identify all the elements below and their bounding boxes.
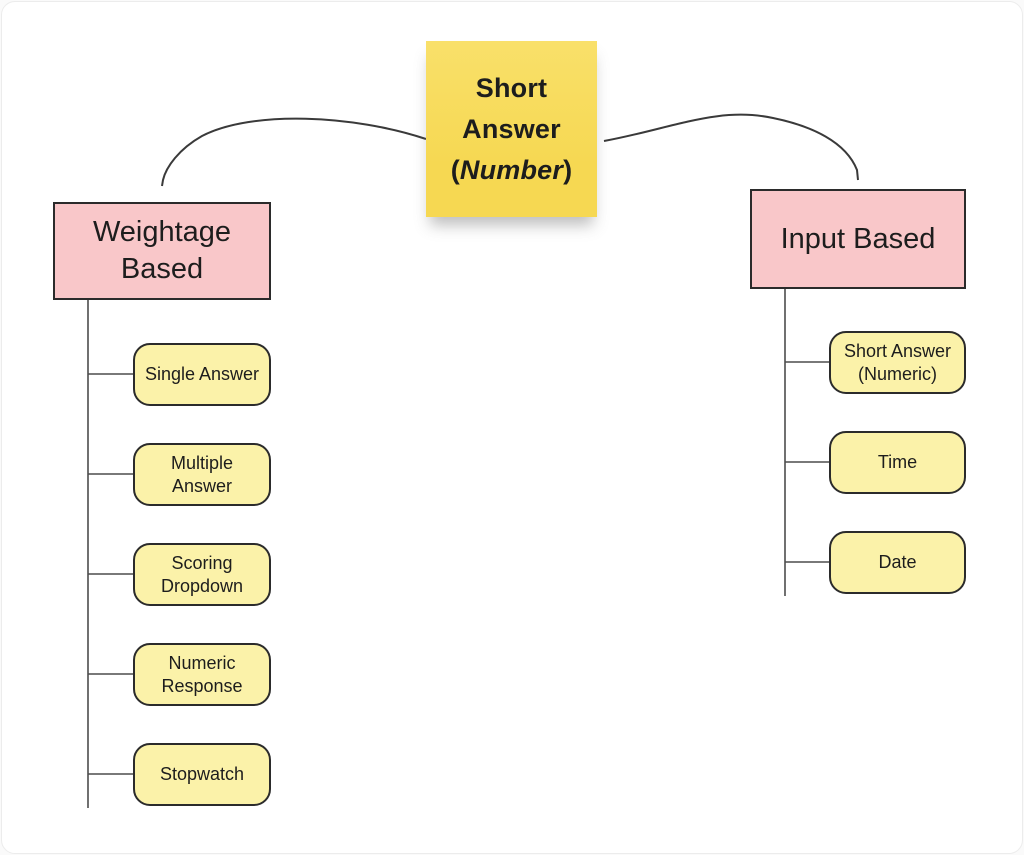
root-title: Short Answer (Number) — [451, 68, 573, 191]
root-node[interactable]: Short Answer (Number) — [426, 41, 597, 217]
arrow-root-to-input — [603, 113, 859, 181]
leaf-node-scoring-dropdown[interactable]: Scoring Dropdown — [133, 543, 271, 606]
leaf-node-multiple-answer[interactable]: Multiple Answer — [133, 443, 271, 506]
leaf-label: Single Answer — [144, 364, 260, 384]
leaf-label: Short Answer (Numeric) — [843, 340, 952, 384]
branch-node-input-based[interactable]: Input Based — [750, 189, 966, 289]
leaf-label: Scoring Dropdown — [160, 552, 244, 596]
branch-label: Weightage Based — [92, 216, 232, 285]
branch-label: Input Based — [780, 222, 936, 255]
leaf-node-stopwatch[interactable]: Stopwatch — [133, 743, 271, 806]
root-title-emphasis: Number — [459, 154, 564, 185]
leaf-label: Stopwatch — [159, 764, 245, 784]
root-title-line-3: (Number) — [450, 154, 573, 185]
leaf-node-time[interactable]: Time — [829, 431, 966, 494]
leaf-node-single-answer[interactable]: Single Answer — [133, 343, 271, 406]
leaf-node-numeric-response[interactable]: Numeric Response — [133, 643, 271, 706]
leaf-node-date[interactable]: Date — [829, 531, 966, 594]
root-title-line-2: Answer — [462, 113, 561, 144]
leaf-label: Time — [877, 452, 918, 472]
leaf-node-short-answer-numeric[interactable]: Short Answer (Numeric) — [829, 331, 966, 394]
arrow-root-to-weightage — [161, 117, 427, 187]
root-title-line-1: Short — [475, 72, 548, 103]
branch-node-weightage-based[interactable]: Weightage Based — [53, 202, 271, 300]
leaf-label: Date — [878, 552, 917, 572]
leaf-label: Numeric Response — [161, 652, 243, 696]
leaf-label: Multiple Answer — [170, 452, 234, 496]
